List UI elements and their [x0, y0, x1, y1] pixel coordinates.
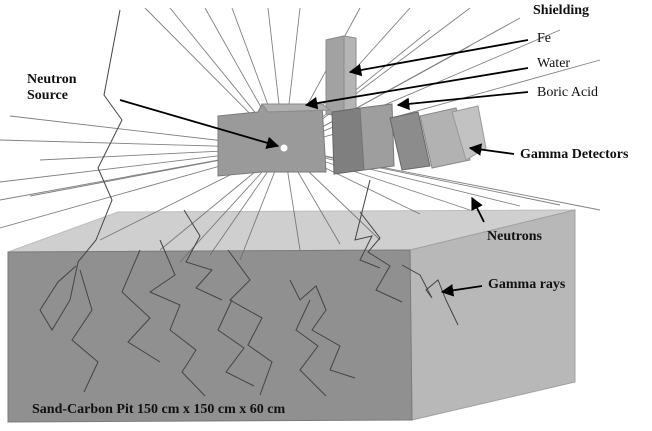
gamma-detectors-label: Gamma Detectors [520, 147, 629, 162]
neutrons-label: Neutrons [487, 229, 542, 244]
boric-acid-shield [359, 103, 395, 171]
water-shield [331, 107, 365, 175]
gamma-detectors-arrow [468, 143, 515, 156]
fe-shield-face [325, 35, 345, 115]
gamma-track [39, 9, 123, 331]
gamma-track [183, 209, 223, 301]
gamma-track [354, 179, 381, 269]
annotation-arrows [119, 39, 529, 297]
gamma-track [217, 299, 255, 387]
gamma-track [289, 279, 356, 379]
source-housing-top [261, 103, 332, 113]
gamma-track [401, 264, 459, 326]
neutron-source-point [280, 144, 288, 152]
water-arrow [304, 67, 529, 110]
fe-label: Fe [537, 31, 551, 46]
neutron-source-label: Neutron Source [27, 72, 77, 103]
gamma-track [148, 239, 206, 397]
gamma-detector [389, 111, 431, 171]
gamma-rays-arrow [440, 284, 483, 297]
shielding-label: Shielding [533, 3, 590, 18]
gamma-ray-tracks [39, 9, 459, 397]
boric-acid-arrow [396, 91, 529, 111]
gamma-track [71, 269, 99, 393]
pit-front-face [7, 249, 413, 423]
gamma-track [295, 299, 327, 397]
gamma-track [359, 211, 403, 303]
neutrons-arrow [471, 196, 485, 223]
source-housing [217, 103, 327, 177]
gamma-track [227, 249, 273, 396]
water-label: Water [537, 56, 571, 71]
sand-carbon-pit [7, 209, 576, 423]
neutron-ray [283, 29, 561, 149]
gamma-rays-label: Gamma rays [488, 277, 566, 292]
gamma-track [121, 249, 161, 363]
fe-arrow [348, 39, 529, 77]
shielding-assembly [217, 35, 487, 177]
boric-acid-label: Boric Acid [537, 85, 599, 100]
neutron-source-arrow [119, 99, 280, 149]
neutron-ray [283, 147, 561, 206]
pit-label: Sand-Carbon Pit 150 cm x 150 cm x 60 cm [32, 402, 286, 417]
